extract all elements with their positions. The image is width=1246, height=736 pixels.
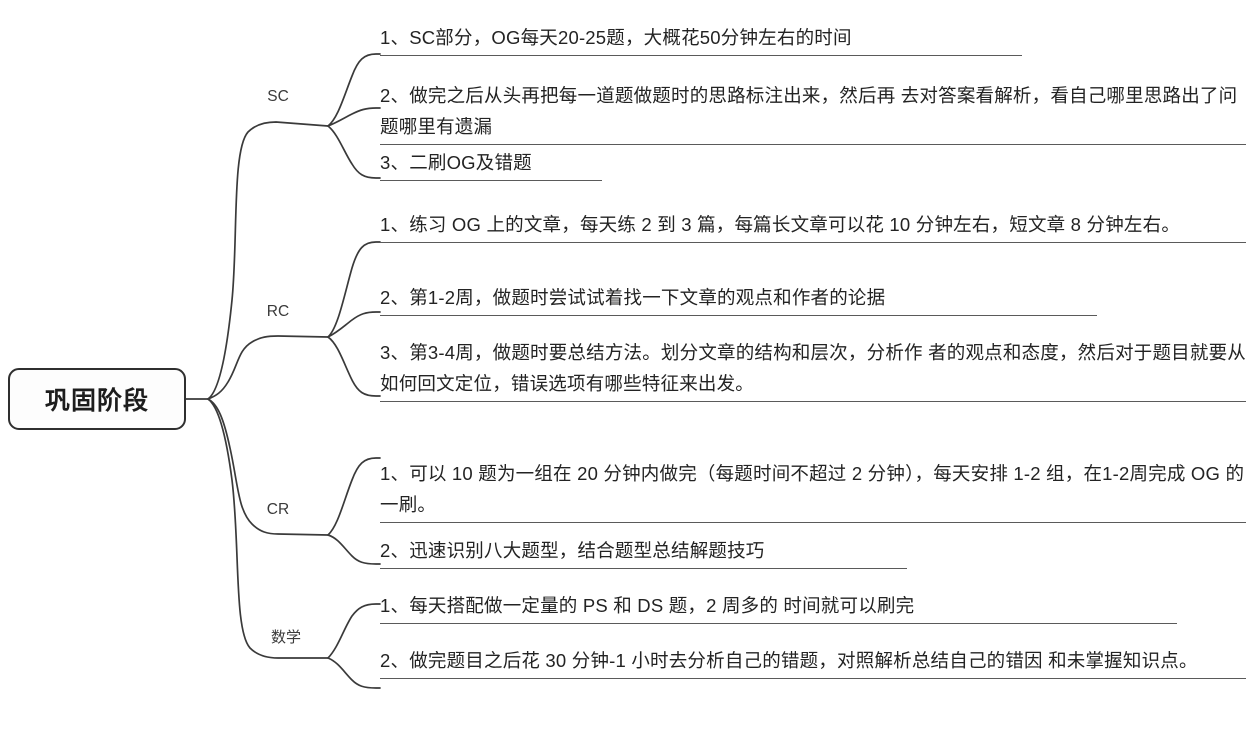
leaf-math-2[interactable]: 2、做完题目之后花 30 分钟-1 小时去分析自己的错题，对照解析总结自己的错因… [380,645,1246,679]
leaf-sc-3-text: 3、二刷OG及错题 [380,152,532,173]
branch-label-sc[interactable]: SC [267,88,289,105]
leaf-line-sc-3 [327,125,381,179]
leaf-rc-3-text: 3、第3-4周，做题时要总结方法。划分文章的结构和层次，分析作 者的观点和态度，… [380,342,1246,394]
branch-label-cr[interactable]: CR [266,501,290,518]
leaf-cr-1[interactable]: 1、可以 10 题为一组在 20 分钟内做完（每题时间不超过 2 分钟），每天安… [380,458,1246,523]
leaf-rc-2[interactable]: 2、第1-2周，做题时尝试试着找一下文章的观点和作者的论据 [380,282,1097,316]
leaf-sc-1-rule [380,55,1022,56]
leaf-cr-1-text: 1、可以 10 题为一组在 20 分钟内做完（每题时间不超过 2 分钟），每天安… [380,463,1245,515]
leaf-rc-1[interactable]: 1、练习 OG 上的文章，每天练 2 到 3 篇，每篇长文章可以花 10 分钟左… [380,209,1246,243]
leaf-cr-1-rule [380,522,1246,523]
leaf-rc-3-rule [380,401,1246,402]
leaf-cr-2-rule [380,568,907,569]
leaf-line-math-2 [327,657,381,689]
leaf-sc-2-rule [380,144,1246,145]
leaf-sc-3-rule [380,180,602,181]
leaf-sc-2[interactable]: 2、做完之后从头再把每一道题做题时的思路标注出来，然后再 去对答案看解析，看自己… [380,80,1246,145]
branch-label-math[interactable]: 数学 [270,629,302,646]
leaf-sc-1-text: 1、SC部分，OG每天20-25题，大概花50分钟左右的时间 [380,27,852,48]
leaf-sc-2-text: 2、做完之后从头再把每一道题做题时的思路标注出来，然后再 去对答案看解析，看自己… [380,85,1238,137]
leaf-line-math-1 [327,603,381,659]
branch-line-math [207,398,329,659]
leaf-math-1-text: 1、每天搭配做一定量的 PS 和 DS 题，2 周多的 时间就可以刷完 [380,595,915,616]
leaf-rc-2-text: 2、第1-2周，做题时尝试试着找一下文章的观点和作者的论据 [380,287,886,308]
leaf-math-1[interactable]: 1、每天搭配做一定量的 PS 和 DS 题，2 周多的 时间就可以刷完 [380,590,1177,624]
branch-line-rc [207,335,329,400]
leaf-line-rc-2 [327,311,381,338]
root-node[interactable]: 巩固阶段 [8,368,186,430]
leaf-line-cr-1 [327,457,381,536]
leaf-math-2-rule [380,678,1246,679]
leaf-sc-3[interactable]: 3、二刷OG及错题 [380,147,602,181]
leaf-rc-3[interactable]: 3、第3-4周，做题时要总结方法。划分文章的结构和层次，分析作 者的观点和态度，… [380,337,1246,402]
leaf-line-sc-1 [327,53,381,127]
branch-line-sc [207,121,329,400]
branch-label-rc[interactable]: RC [266,303,290,320]
leaf-line-rc-3 [327,336,381,397]
root-node-label: 巩固阶段 [44,387,149,415]
leaf-math-2-text: 2、做完题目之后花 30 分钟-1 小时去分析自己的错题，对照解析总结自己的错因… [380,650,1198,671]
leaf-sc-1[interactable]: 1、SC部分，OG每天20-25题，大概花50分钟左右的时间 [380,22,1022,56]
leaf-cr-2[interactable]: 2、迅速识别八大题型，结合题型总结解题技巧 [380,535,907,569]
leaf-rc-1-rule [380,242,1246,243]
leaf-line-sc-2 [327,107,381,127]
leaf-math-1-rule [380,623,1177,624]
leaf-line-rc-1 [327,241,381,338]
leaf-rc-2-rule [380,315,1097,316]
leaf-cr-2-text: 2、迅速识别八大题型，结合题型总结解题技巧 [380,540,765,561]
leaf-rc-1-text: 1、练习 OG 上的文章，每天练 2 到 3 篇，每篇长文章可以花 10 分钟左… [380,214,1181,235]
leaf-line-cr-2 [327,534,381,565]
